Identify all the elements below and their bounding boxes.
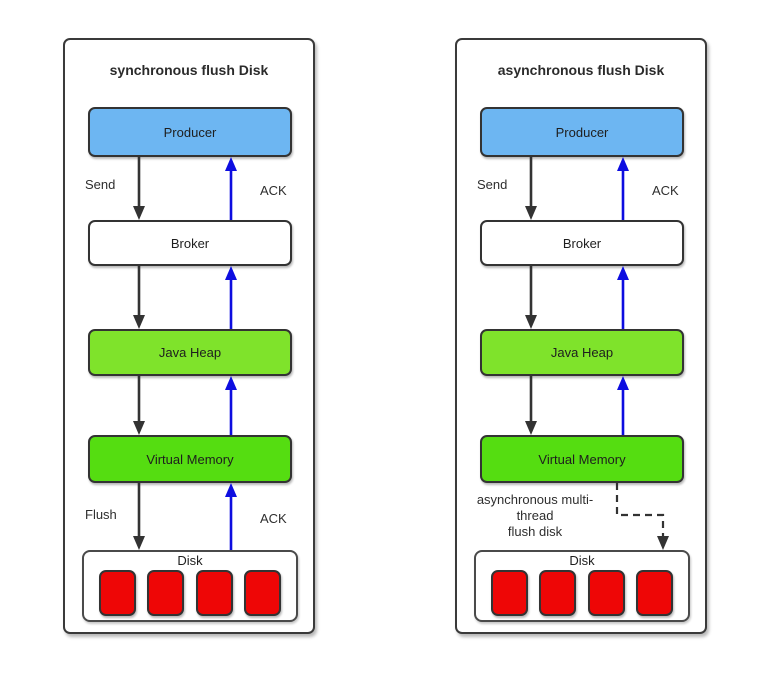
async-flush-note-line: asynchronous multi- xyxy=(476,492,594,507)
ack-arrow-javaheap-to-broker xyxy=(617,266,629,329)
send-arrow xyxy=(133,157,145,220)
ack-arrow-broker-to-producer xyxy=(225,157,237,220)
disk-label: Disk xyxy=(177,553,203,568)
async-flush-note: asynchronous multi- thread flush disk xyxy=(463,492,607,540)
virtual-memory-box: Virtual Memory xyxy=(480,435,684,483)
ack-arrow-javaheap-to-broker xyxy=(225,266,237,329)
flush-arrow xyxy=(133,483,145,550)
virtual-memory-label: Virtual Memory xyxy=(538,451,626,467)
disk-cells xyxy=(476,570,688,616)
panel-title-synchronous: synchronous flush Disk xyxy=(109,62,269,78)
panel-synchronous: synchronous flush Disk Producer Broker J… xyxy=(63,38,315,634)
disk-cell xyxy=(635,570,673,616)
disk-label: Disk xyxy=(569,553,595,568)
send-label: Send xyxy=(85,177,116,192)
ack-arrow-vm-to-javaheap xyxy=(617,376,629,435)
broker-label: Broker xyxy=(562,235,602,251)
ack-arrow-vm-to-javaheap xyxy=(225,376,237,435)
ack-label-bottom: ACK xyxy=(260,511,287,526)
java-heap-box: Java Heap xyxy=(88,329,292,376)
ack-arrow-disk-to-vm xyxy=(225,483,237,550)
producer-label: Producer xyxy=(555,124,609,140)
disk-cell xyxy=(195,570,233,616)
broker-to-javaheap-arrow xyxy=(525,266,537,329)
flush-label: Flush xyxy=(85,507,117,522)
java-heap-label: Java Heap xyxy=(550,345,614,360)
async-flush-dashed-arrow xyxy=(615,483,669,550)
disk-cell xyxy=(147,570,185,616)
ack-label-top: ACK xyxy=(260,183,287,198)
send-label: Send xyxy=(477,177,508,192)
broker-label: Broker xyxy=(170,235,210,251)
java-heap-box: Java Heap xyxy=(480,329,684,376)
panel-title-asynchronous: asynchronous flush Disk xyxy=(497,62,665,78)
disk-cell xyxy=(491,570,528,616)
virtual-memory-box: Virtual Memory xyxy=(88,435,292,483)
broker-box: Broker xyxy=(88,220,292,266)
panel-asynchronous: asynchronous flush Disk Producer Broker … xyxy=(455,38,707,634)
disk-cell xyxy=(99,570,136,616)
disk-cell xyxy=(587,570,625,616)
async-flush-note-line: flush disk xyxy=(507,524,563,539)
send-arrow xyxy=(525,157,537,220)
java-heap-label: Java Heap xyxy=(158,345,222,360)
broker-to-javaheap-arrow xyxy=(133,266,145,329)
javaheap-to-vm-arrow xyxy=(133,376,145,435)
disk-cell xyxy=(243,570,281,616)
producer-box: Producer xyxy=(88,107,292,157)
disk-cell xyxy=(539,570,577,616)
ack-label-top: ACK xyxy=(652,183,679,198)
async-flush-note-line: thread xyxy=(516,508,554,523)
producer-box: Producer xyxy=(480,107,684,157)
producer-label: Producer xyxy=(163,124,217,140)
disk-box: Disk xyxy=(474,550,690,622)
javaheap-to-vm-arrow xyxy=(525,376,537,435)
virtual-memory-label: Virtual Memory xyxy=(146,451,234,467)
ack-arrow-broker-to-producer xyxy=(617,157,629,220)
broker-box: Broker xyxy=(480,220,684,266)
disk-cells xyxy=(84,570,296,616)
disk-box: Disk xyxy=(82,550,298,622)
